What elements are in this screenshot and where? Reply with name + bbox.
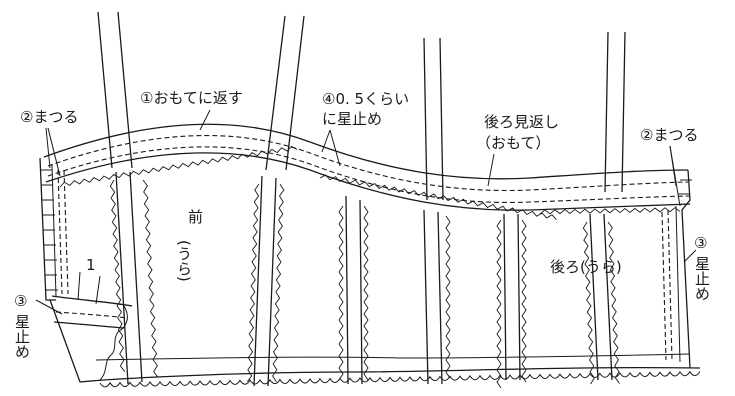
strap-line [604, 31, 609, 193]
channel-2 [247, 175, 285, 387]
left-stitch-2 [63, 169, 69, 295]
right-side-seam [661, 169, 692, 369]
facing-bottom-edge [45, 152, 691, 211]
left-hem-outer [49, 299, 81, 383]
channel-4 [423, 209, 451, 385]
left-hem-scallop [99, 305, 128, 381]
label-hoshidome-line2: に星止め [322, 110, 382, 128]
label-matsuru-left: ②まつる [20, 108, 78, 126]
facing-zigzag-mid [319, 174, 557, 220]
channel-1 [109, 171, 159, 385]
strap-line [117, 11, 133, 169]
label-hoshidome-line1: ④0. 5くらい [322, 90, 409, 108]
strap-line [97, 11, 113, 169]
leader-mat-left-2 [47, 127, 61, 177]
label-hoshidome-right: 星止め [693, 256, 711, 301]
hem-scallop [99, 370, 701, 388]
leader-facing [487, 153, 495, 187]
channel-3 [338, 195, 369, 385]
strap-line [423, 37, 428, 201]
labels: ①おもてに返す ②まつる ④0. 5くらい に星止め 後ろ見返し （おもて） ②… [13, 89, 711, 359]
hem-line [79, 366, 701, 383]
left-hem-top [51, 295, 133, 307]
label-back: 後ろ(うら) [550, 258, 622, 276]
strap-line [439, 37, 444, 201]
label-hoshidome-left: 星止め [13, 314, 31, 359]
leader-mat-left [45, 127, 51, 169]
label-back-facing-2: （おもて） [476, 134, 550, 152]
left-outer-edge [39, 157, 56, 301]
left-hem-fold [53, 321, 125, 329]
strap-line [285, 15, 305, 171]
leader-hoshi-left [35, 299, 63, 315]
left-stitch-1 [57, 169, 63, 295]
facing-zigzag-right [539, 207, 681, 215]
right-inner-edge [675, 205, 681, 363]
label-hoshidome-right-num: ③ [694, 234, 707, 252]
label-one: 1 [86, 256, 96, 274]
facing-stitch-lower [47, 146, 691, 204]
leader-mat-right-2 [669, 145, 681, 207]
leader-one-2 [95, 275, 101, 305]
right-stitch-1 [667, 209, 673, 361]
facing-zigzag-left [59, 145, 298, 188]
leader-hoshi-top [321, 129, 331, 153]
right-stitch-2 [661, 211, 667, 361]
left-hem [49, 295, 133, 383]
channel-5 [496, 213, 527, 389]
label-front: 前 [188, 208, 203, 226]
label-matsuru-right: ②まつる [640, 126, 698, 144]
right-tick-marks [678, 179, 692, 195]
boning-channels [109, 171, 620, 389]
leader-hoshi-top-2 [329, 129, 341, 167]
strap-line [265, 15, 286, 171]
facing-top-edge [43, 123, 689, 180]
leader-one [77, 271, 81, 301]
label-back-facing-1: 後ろ見返し [484, 113, 559, 131]
leader-hoshi-right [683, 249, 697, 263]
left-tick-marks [40, 169, 58, 291]
label-hoshidome-left-num: ③ [14, 292, 27, 310]
leader-lines [35, 109, 697, 315]
straps [97, 11, 626, 201]
left-hem-stitch [55, 311, 129, 319]
back-facing-band [43, 123, 691, 220]
label-omote-ni-kaesu: ①おもてに返す [140, 89, 243, 107]
channel-6 [582, 213, 620, 385]
label-front-sub: (うら) [175, 240, 193, 282]
hem-inner-line [95, 353, 691, 361]
leader-omote [199, 109, 211, 131]
bottom-hem [79, 353, 701, 388]
left-side-seam [39, 157, 69, 301]
facing-stitch-upper [47, 134, 689, 192]
right-outer-edge [681, 169, 691, 369]
strap-line [621, 31, 626, 193]
